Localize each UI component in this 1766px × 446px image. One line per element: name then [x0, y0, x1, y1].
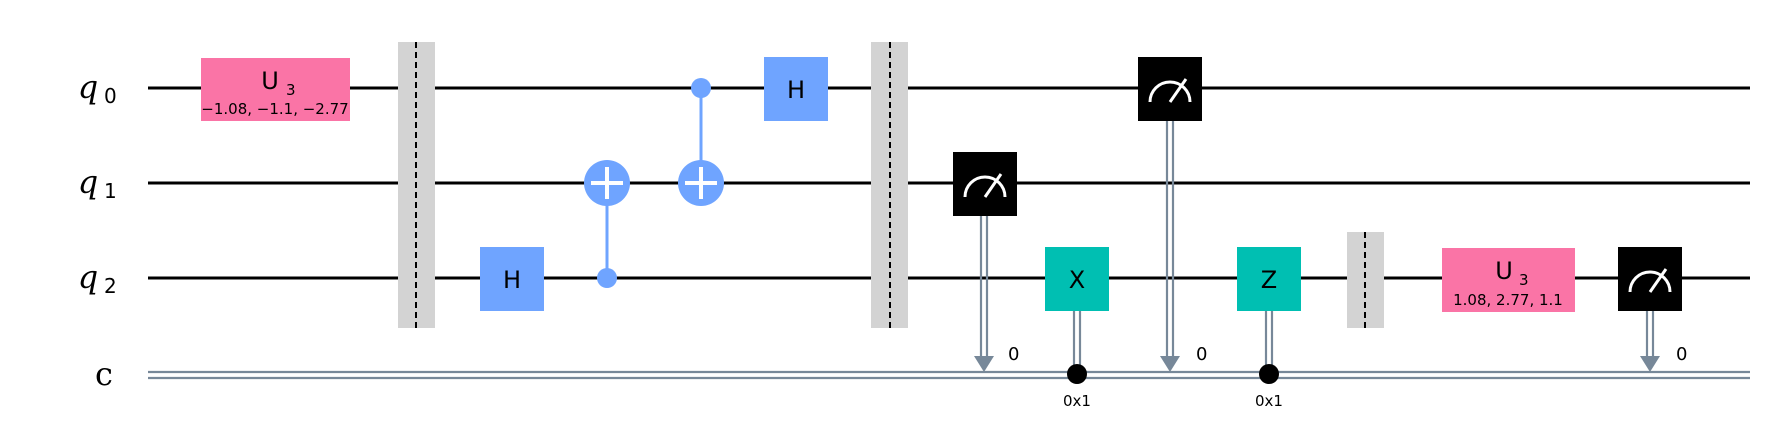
z-gate-q2-conditional: Z 0x1 — [1237, 247, 1301, 410]
svg-text:1: 1 — [104, 179, 117, 203]
svg-text:U: U — [261, 67, 279, 95]
barrier-2 — [871, 42, 908, 328]
svg-text:c: c — [95, 355, 113, 393]
measure-q1: 0 — [953, 152, 1019, 372]
measure-q0: 0 — [1138, 57, 1207, 372]
svg-text:−1.08, −1.1, −2.77: −1.08, −1.1, −2.77 — [201, 100, 348, 118]
wire-label-q2: q 2 — [78, 258, 117, 298]
cnot-control-q2-target-q1 — [584, 160, 630, 288]
svg-text:X: X — [1069, 266, 1085, 294]
svg-text:q: q — [78, 258, 98, 296]
svg-text:0: 0 — [104, 84, 117, 108]
barrier-1 — [398, 42, 435, 328]
h-gate-q2: H — [480, 247, 544, 311]
barrier-3 — [1347, 232, 1384, 328]
svg-text:H: H — [503, 266, 521, 294]
wire-label-q0: q 0 — [78, 68, 117, 108]
x-gate-q2-conditional: X 0x1 — [1045, 247, 1109, 410]
svg-text:q: q — [78, 68, 98, 106]
svg-text:3: 3 — [286, 81, 296, 99]
svg-text:Z: Z — [1261, 266, 1277, 294]
measure-q0-bit-label: 0 — [1196, 344, 1207, 365]
wire-label-q1: q 1 — [78, 163, 117, 203]
z-condition-label: 0x1 — [1255, 392, 1283, 410]
x-condition-label: 0x1 — [1063, 392, 1091, 410]
classical-wire — [148, 370, 1750, 380]
measure-q2-bit-label: 0 — [1676, 344, 1687, 365]
svg-text:H: H — [787, 76, 805, 104]
u3-gate-q0: U 3 −1.08, −1.1, −2.77 — [201, 58, 350, 121]
svg-text:1.08, 2.77, 1.1: 1.08, 2.77, 1.1 — [1453, 291, 1563, 309]
svg-text:U: U — [1495, 257, 1513, 285]
u3-gate-q2: U 3 1.08, 2.77, 1.1 — [1442, 248, 1575, 312]
cnot-control-q0-target-q1 — [678, 78, 724, 206]
h-gate-q0: H — [764, 57, 828, 121]
svg-text:2: 2 — [104, 274, 117, 298]
svg-text:q: q — [78, 163, 98, 201]
wire-label-c: c — [95, 355, 113, 393]
measure-q2: 0 — [1618, 247, 1687, 372]
measure-q1-bit-label: 0 — [1008, 344, 1019, 365]
svg-text:3: 3 — [1519, 271, 1529, 289]
